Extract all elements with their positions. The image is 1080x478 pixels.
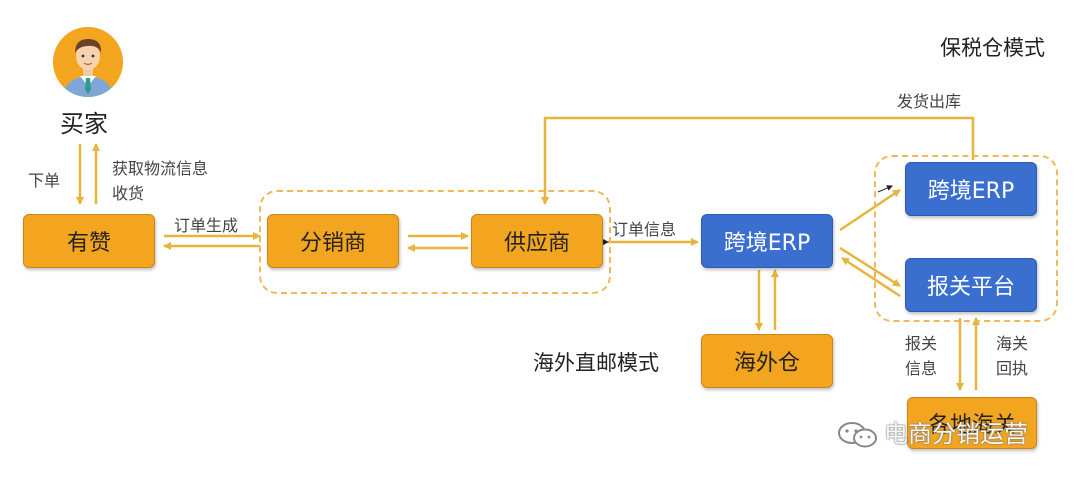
direct-mail-mode-label: 海外直邮模式 xyxy=(533,351,659,375)
label-customs-info-line1: 报关 xyxy=(905,334,938,353)
label-place-order: 下单 xyxy=(28,171,61,190)
bonded-group-box xyxy=(874,155,1058,322)
node-supplier: 供应商 xyxy=(471,214,603,268)
watermark: 电商分销运营 xyxy=(836,414,1028,450)
label-order-info: 订单信息 xyxy=(612,220,677,239)
label-customs-receipt-line1: 海关 xyxy=(996,334,1029,353)
label-customs-info-line2: 信息 xyxy=(905,359,938,378)
node-erp-main: 跨境ERP xyxy=(701,214,833,268)
node-distributor: 分销商 xyxy=(267,214,399,268)
node-overseas-warehouse: 海外仓 xyxy=(701,334,833,388)
buyer-label: 买家 xyxy=(60,110,108,138)
label-receive-goods: 收货 xyxy=(112,184,145,203)
node-erp-bonded: 跨境ERP xyxy=(905,162,1037,216)
dashed-arrow-top xyxy=(877,185,893,193)
page-title: 保税仓模式 xyxy=(940,36,1045,60)
label-ship-out: 发货出库 xyxy=(897,92,962,111)
label-get-logistics: 获取物流信息 xyxy=(112,159,209,178)
wechat-icon xyxy=(836,420,880,450)
label-customs-receipt-line2: 回执 xyxy=(996,359,1029,378)
label-order-created: 订单生成 xyxy=(174,216,239,235)
node-local-customs: 各地海关 xyxy=(907,397,1037,449)
watermark-text: 电商分销运营 xyxy=(884,420,1028,448)
node-youzan: 有赞 xyxy=(23,214,155,268)
distribution-group-box xyxy=(259,190,611,294)
arrow-erp-to-bonded-erp xyxy=(839,188,901,232)
businessman-avatar-icon xyxy=(52,26,124,98)
node-customs-platform: 报关平台 xyxy=(905,258,1037,312)
arrow-ship-out xyxy=(541,116,975,205)
arrow-customs-platform-to-erp xyxy=(841,256,901,298)
arrow-erp-to-customs-platform xyxy=(839,246,901,288)
